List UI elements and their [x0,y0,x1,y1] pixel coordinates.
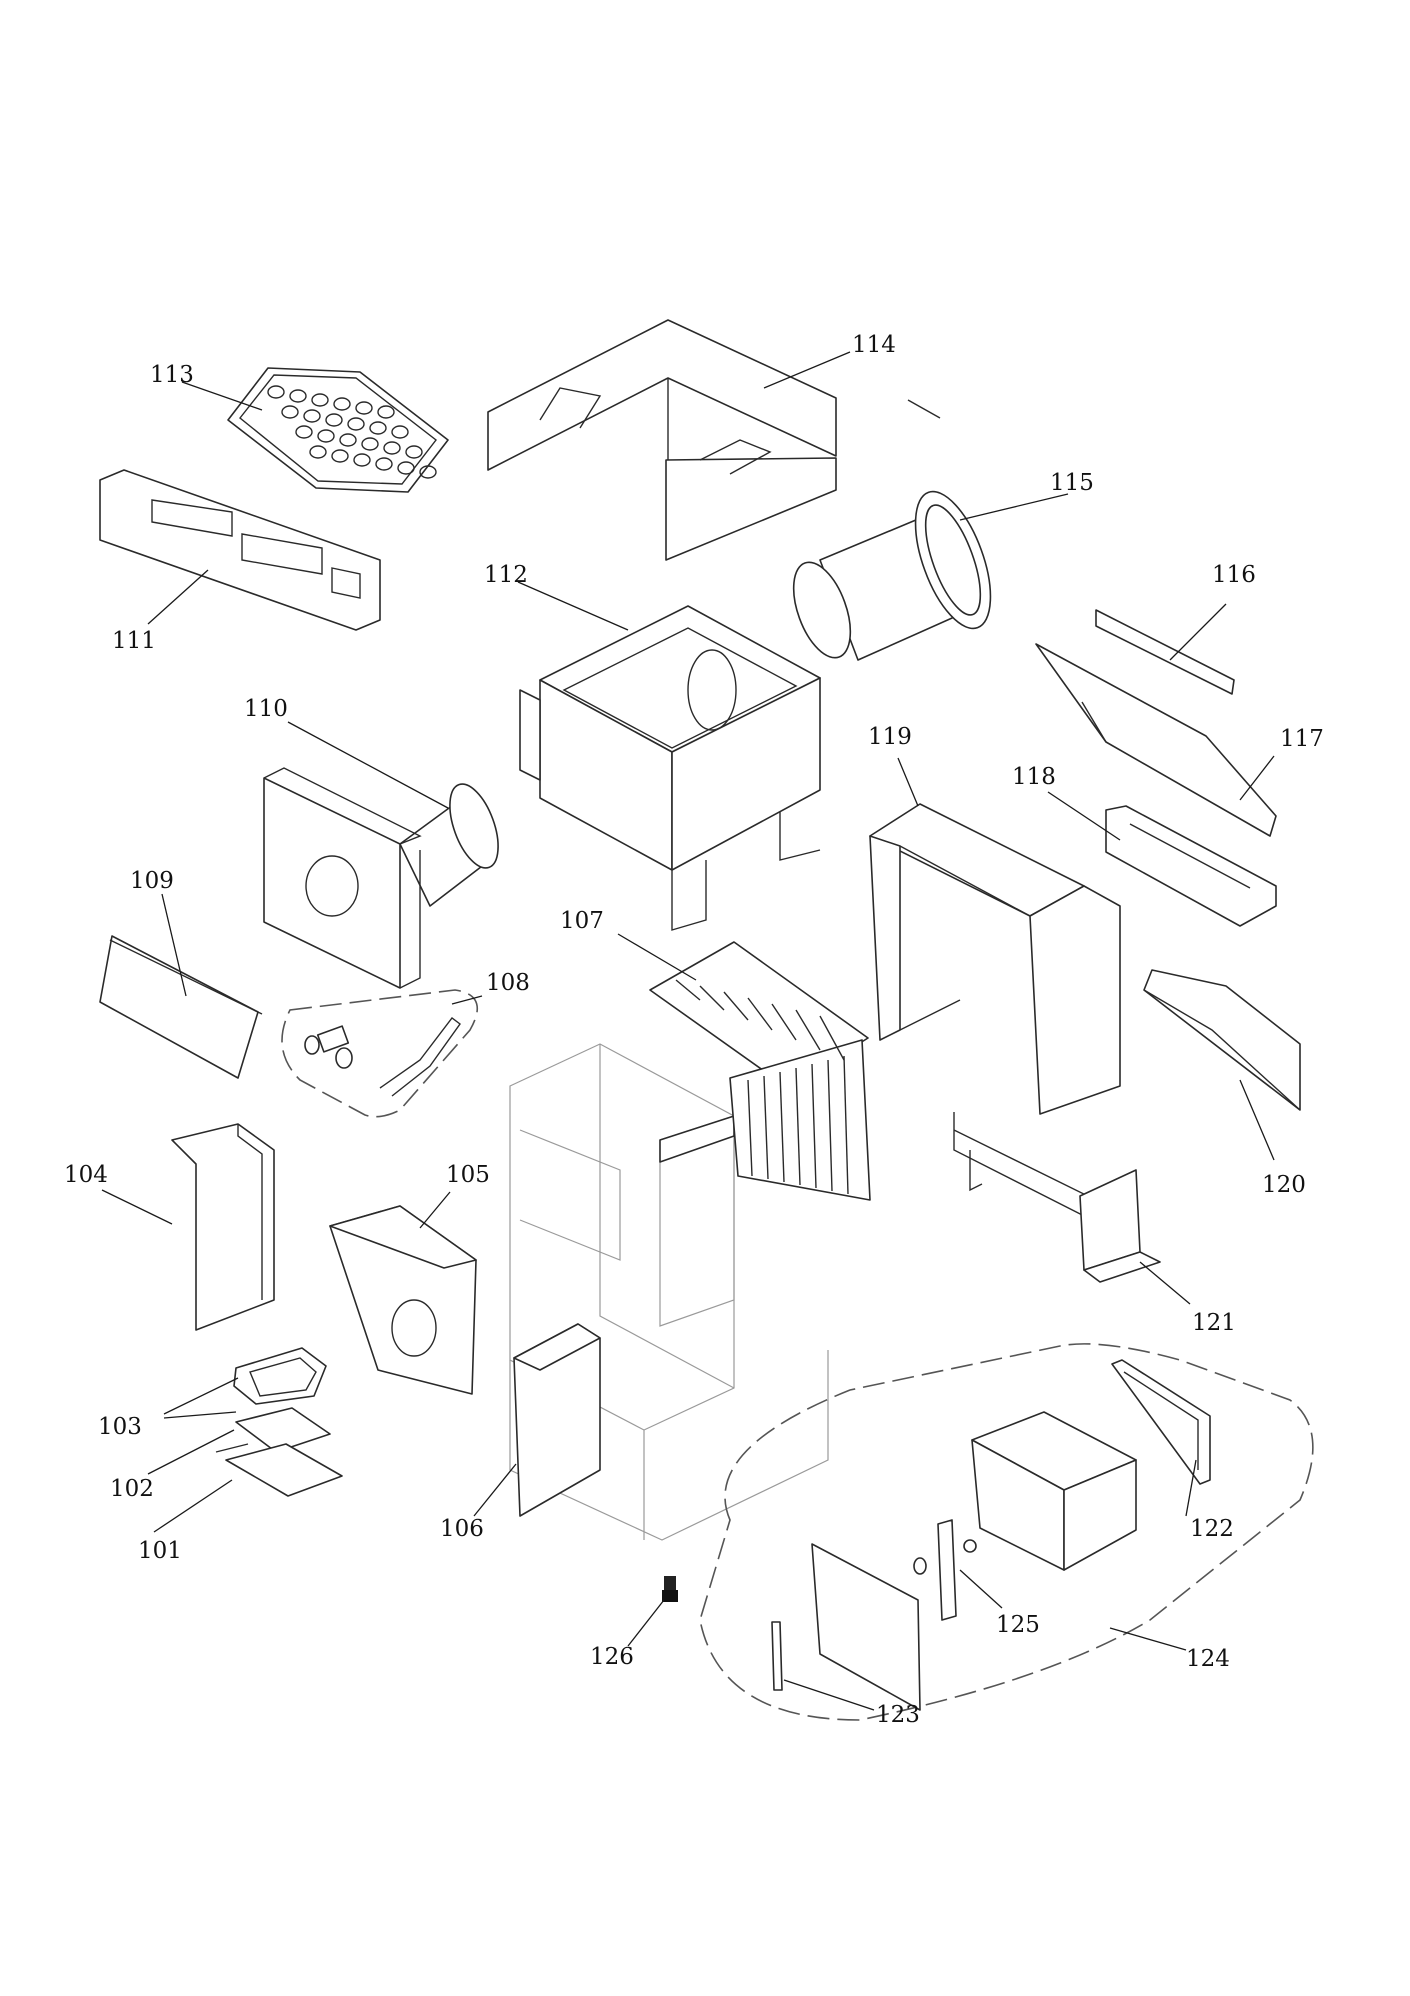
exchanger-tube [819,1015,845,1061]
exchanger-fin [747,1079,753,1177]
part-113-grate-tray [227,367,449,493]
callout-120: 120 [1262,1172,1306,1198]
part-103-burn-pot [233,1347,327,1405]
part-124-kit-group [699,1343,1314,1721]
callout-111: 111 [112,628,156,654]
part-104-side-panel [171,1123,275,1331]
callout-121: 121 [1192,1310,1236,1336]
grate-hole [355,401,373,415]
grate-hole [317,429,335,443]
part-120-shelf [1143,969,1301,1111]
grate-hole [405,445,423,459]
grate-hole [391,425,409,439]
grate-hole [347,417,365,431]
part-110-flue-adaptor [263,767,499,989]
leader-lines [101,351,1275,1711]
part-kit-box [971,1411,1137,1571]
part-118-bracket [1105,805,1277,927]
part-106-front-panel [513,1323,601,1517]
exchanger-tube [699,985,725,1011]
callout-122: 122 [1190,1516,1234,1542]
grate-hole [311,393,329,407]
grate-hole [375,457,393,471]
grate-hole [295,425,313,439]
part-101-pot-base [215,1443,343,1497]
exchanger-fin [763,1075,769,1180]
part-105-heat-shield [329,1205,477,1395]
callout-108: 108 [486,970,530,996]
grate-hole [309,445,327,459]
part-107-heat-exchanger [649,941,871,1201]
callout-113: 113 [150,362,194,388]
exchanger-tube [795,1009,821,1051]
part-109-door-panel [99,935,263,1079]
callout-123: 123 [876,1702,920,1728]
grate-hole [281,405,299,419]
exchanger-tube [771,1003,797,1041]
callout-labels: 113 114 115 112 111 110 116 117 118 119 … [64,332,1324,1728]
callout-103: 103 [98,1414,142,1440]
grate-hole [369,421,387,435]
callout-101: 101 [138,1538,182,1564]
exchanger-fin [779,1071,785,1183]
callout-116: 116 [1212,562,1256,588]
grate-hole [353,453,371,467]
part-122-gasket-frame [1111,1359,1211,1485]
callout-117: 117 [1280,726,1324,752]
callout-118: 118 [1012,764,1056,790]
part-108-fittings-group [281,989,479,1118]
exchanger-tube [747,997,773,1031]
callout-119: 119 [868,724,912,750]
grate-hole [383,441,401,455]
grate-hole [397,461,415,475]
part-125-plate-and-fasteners [913,1519,977,1621]
part-111-top-plate [99,469,381,631]
callout-124: 124 [1186,1646,1230,1672]
callout-125: 125 [996,1612,1040,1638]
part-114-top-frame [487,319,941,561]
callout-115: 115 [1050,470,1094,496]
part-123-rod [771,1621,783,1691]
grate-hole [333,397,351,411]
exchanger-fin [843,1055,849,1195]
part-117-deflector [1035,643,1277,837]
callout-105: 105 [446,1162,490,1188]
callout-107: 107 [560,908,604,934]
exchanger-tube [723,991,749,1021]
part-119-side-enclosure [869,803,1121,1115]
part-kit-cover-plate [811,1543,921,1711]
grate-hole [289,389,307,403]
grate-hole [303,409,321,423]
grate-hole [339,433,357,447]
exchanger-fin [811,1063,817,1189]
callout-110: 110 [244,696,288,722]
callout-114: 114 [852,332,896,358]
part-112-upper-chamber [519,605,821,931]
part-102-gasket [235,1407,331,1453]
grate-hole [267,385,285,399]
callout-106: 106 [440,1516,484,1542]
part-115-flue-pipe [792,490,992,661]
grate-hole [419,465,437,479]
part-116-strip [1095,609,1235,695]
callout-104: 104 [64,1162,108,1188]
callout-109: 109 [130,868,174,894]
callout-112: 112 [484,562,528,588]
callout-102: 102 [110,1476,154,1502]
exchanger-fin [827,1059,833,1192]
exchanger-fin [795,1067,801,1186]
grate-hole [331,449,349,463]
main-stove-body [509,1043,829,1541]
callout-126: 126 [590,1644,634,1670]
grate-hole [325,413,343,427]
grate-hole [377,405,395,419]
part-126-foot [662,1576,678,1602]
grate-hole [361,437,379,451]
part-121-support-rail [953,1112,1161,1283]
exchanger-tube [675,979,701,1001]
